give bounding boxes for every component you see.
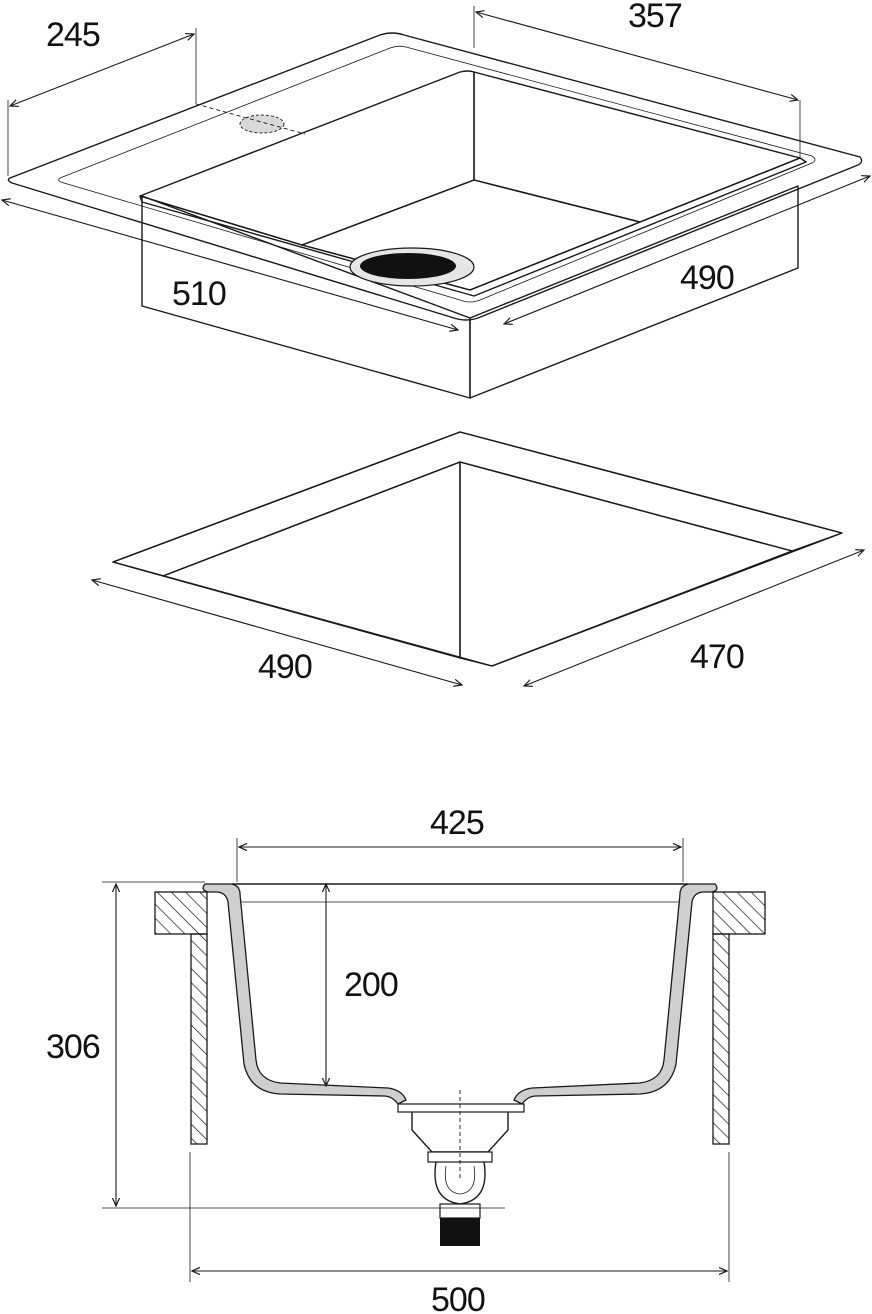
cabinet-wall-right xyxy=(712,933,730,1145)
dim-label-245: 245 xyxy=(46,16,100,54)
dim-label-500: 500 xyxy=(431,1281,485,1314)
dim-label-470: 470 xyxy=(690,638,744,676)
countertop-right xyxy=(712,891,766,935)
dim-label-306: 306 xyxy=(46,1028,100,1066)
drain-outlet xyxy=(440,1218,480,1246)
dim-label-425: 425 xyxy=(430,804,484,842)
drain-flange xyxy=(397,1103,525,1113)
sink-section-profile xyxy=(202,883,407,1105)
sink-basin-back-right-wall xyxy=(473,71,801,223)
sink-3d-view: 245 357 510 490 xyxy=(2,0,870,399)
sink-section-profile-right xyxy=(513,883,718,1105)
tap-hole-guide xyxy=(195,103,306,135)
dim-label-510: 510 xyxy=(172,275,226,313)
dim-label-490-cutout: 490 xyxy=(258,648,312,686)
countertop-left xyxy=(154,891,208,935)
cutout-view: 490 470 xyxy=(92,431,864,686)
drain-trap-inner xyxy=(444,1165,476,1195)
sink-rim xyxy=(7,32,863,321)
cross-section-view: 425 200 306 500 xyxy=(46,804,766,1314)
sink-body-right-face xyxy=(469,185,799,399)
dim-label-200: 200 xyxy=(344,966,398,1004)
drain-pipe xyxy=(439,1203,481,1219)
cutout-right-face xyxy=(459,461,793,667)
dim-label-357: 357 xyxy=(628,0,682,35)
sink-drain-hole xyxy=(360,253,456,279)
sink-rim-inner-edge xyxy=(58,45,816,303)
sink-basin-back-left-wall xyxy=(139,70,475,246)
cabinet-wall-left xyxy=(190,933,208,1145)
dim-label-490-top: 490 xyxy=(680,259,734,297)
cutout-left-face xyxy=(162,461,461,659)
